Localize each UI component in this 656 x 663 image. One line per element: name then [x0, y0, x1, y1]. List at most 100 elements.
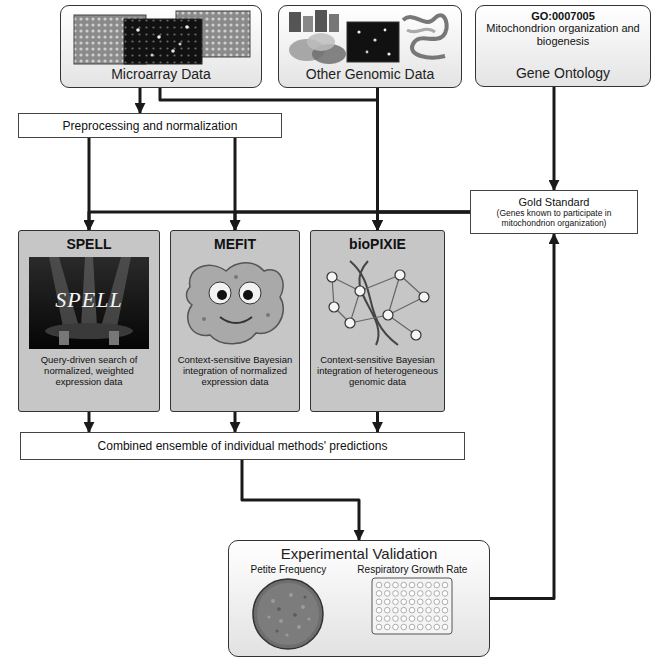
plate-well: [426, 607, 432, 613]
node-title: Experimental Validation: [281, 545, 437, 562]
plate-well: [401, 607, 407, 613]
plate-well: [385, 599, 391, 605]
node-title: GO:0007005: [531, 10, 595, 22]
plate-well: [385, 616, 391, 622]
node-title: Combined ensemble of individual methods'…: [98, 439, 388, 453]
plate-well: [385, 624, 391, 630]
plate-well: [410, 624, 416, 630]
plate-well: [385, 591, 391, 597]
node-text: Gene Ontology: [516, 65, 610, 81]
plate-well: [385, 607, 391, 613]
genomic-data-images: [285, 10, 455, 66]
validation-box: Experimental ValidationPetite Frequency …: [228, 540, 490, 657]
flow-arrow: [235, 212, 470, 230]
plate-well: [418, 607, 424, 613]
plate-well: [393, 599, 399, 605]
panel-row: Petite Frequency Respiratory Growth Rate: [235, 564, 483, 651]
plate-well: [443, 624, 449, 630]
flow-arrow: [378, 212, 471, 230]
plate-well: [377, 599, 383, 605]
plate-well: [418, 616, 424, 622]
plate-well: [434, 582, 440, 588]
plate-well: [401, 582, 407, 588]
panel-column: Petite Frequency: [251, 564, 327, 651]
plate-well: [393, 591, 399, 597]
microarray-images: [66, 10, 256, 66]
flow-arrow: [160, 88, 378, 230]
plate-well: [443, 582, 449, 588]
plate-well: [443, 607, 449, 613]
plate-well: [393, 616, 399, 622]
node-text: (Genes known to participate in mitochond…: [477, 208, 631, 228]
logo-text: SPELL: [29, 287, 149, 313]
gold-standard-box: Gold Standard(Genes known to participate…: [470, 190, 638, 234]
plate-well: [393, 624, 399, 630]
process-box: Preprocessing and normalization: [18, 113, 282, 138]
spell-logo: SPELL: [29, 257, 149, 349]
network-picture: [320, 257, 436, 349]
plate-well: [434, 616, 440, 622]
node-title: Preprocessing and normalization: [63, 119, 238, 133]
plate-well: [401, 616, 407, 622]
node-text: Context-sensitive Bayesian integration o…: [176, 354, 294, 387]
plate-well: [418, 591, 424, 597]
plate-well: [393, 607, 399, 613]
node-text: Query-driven search of normalized, weigh…: [24, 354, 154, 387]
plate-well: [418, 582, 424, 588]
method-box: MEFIT Context-sensitive Bayesian integra…: [170, 230, 300, 412]
node-text: Mitochondrion organization and biogenesi…: [482, 22, 644, 48]
node-text: Respiratory Growth Rate: [357, 564, 467, 575]
plate-well: [426, 624, 432, 630]
flow-arrow: [88, 412, 91, 432]
node-title: Other Genomic Data: [306, 66, 434, 82]
plate-well: [410, 607, 416, 613]
panel-column: Respiratory Growth Rate: [357, 564, 467, 651]
method-box: bioPIXIE Context-sensitive Bayesian inte…: [310, 230, 445, 412]
plate-well: [401, 624, 407, 630]
plate-well: [377, 616, 383, 622]
plate-well: [426, 582, 432, 588]
plate-well: [410, 582, 416, 588]
plate-well: [434, 599, 440, 605]
petite-plate: [251, 577, 325, 651]
flow-arrow: [89, 212, 470, 230]
mefit-creature: [180, 257, 290, 349]
text-group: GO:0007005Mitochondrion organization and…: [482, 10, 644, 48]
flow-arrow: [376, 88, 379, 230]
data-source-box: Other Genomic Data: [278, 5, 462, 88]
ontology-box: GO:0007005Mitochondrion organization and…: [475, 5, 651, 87]
node-text: Context-sensitive Bayesian integration o…: [316, 354, 439, 387]
plate-well: [377, 607, 383, 613]
plate-well: [418, 599, 424, 605]
plate-well: [426, 599, 432, 605]
plate-well: [401, 591, 407, 597]
flow-arrow: [139, 88, 142, 113]
process-box: Combined ensemble of individual methods'…: [20, 432, 465, 460]
plate-well: [426, 591, 432, 597]
plate-well: [393, 582, 399, 588]
node-title: Gold Standard: [519, 196, 590, 208]
flow-arrow: [376, 412, 379, 432]
plate-well: [401, 599, 407, 605]
plate-well: [410, 591, 416, 597]
data-source-box: Microarray Data: [60, 5, 262, 88]
node-title: SPELL: [66, 236, 111, 252]
node-title: MEFIT: [214, 236, 256, 252]
flow-arrow: [242, 460, 359, 540]
plate-well: [434, 624, 440, 630]
method-box: SPELL SPELL Query-driven search of norma…: [18, 230, 160, 412]
plate-well: [426, 616, 432, 622]
plate-well: [443, 616, 449, 622]
plate-well: [377, 624, 383, 630]
plate-well: [434, 607, 440, 613]
plate-well: [377, 591, 383, 597]
plate-well: [410, 616, 416, 622]
plate-well: [418, 624, 424, 630]
plate-well: [443, 599, 449, 605]
growth-plate: [371, 577, 453, 635]
flow-arrow: [490, 234, 554, 599]
node-text: Petite Frequency: [251, 564, 327, 575]
node-title: bioPIXIE: [349, 236, 406, 252]
plate-well: [385, 582, 391, 588]
